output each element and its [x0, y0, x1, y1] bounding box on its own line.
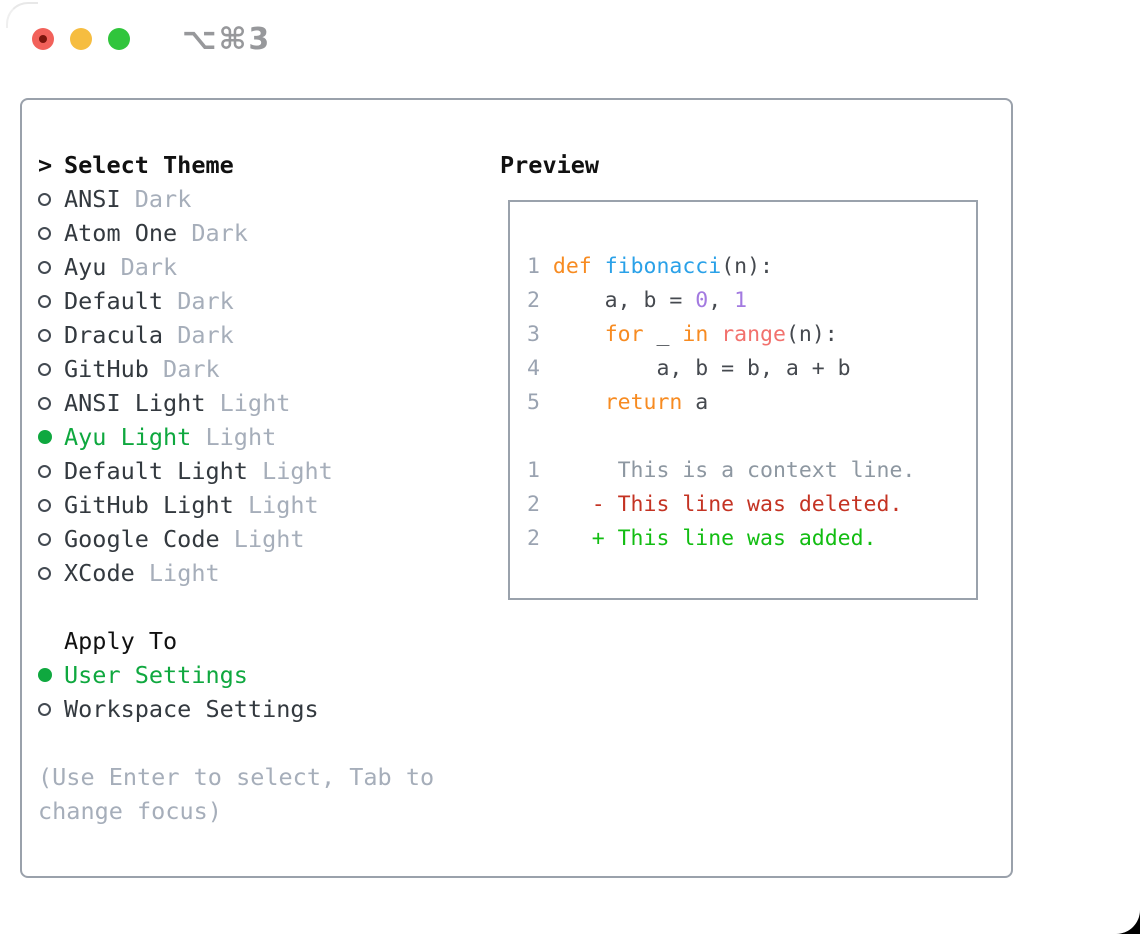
radio-icon: [38, 260, 64, 274]
screenshot-corner: [1114, 908, 1140, 934]
close-button[interactable]: [32, 28, 54, 50]
help-text-line-1: (Use Enter to select, Tab to: [38, 763, 435, 791]
code-line: 3 for _ in range(n):: [527, 322, 838, 347]
theme-option-ansi-dark[interactable]: ANSI Dark: [38, 182, 434, 216]
theme-option-ansi-light[interactable]: ANSI Light Light: [38, 386, 434, 420]
diff-deleted-line: 2 - This line was deleted.: [527, 492, 903, 517]
radio-icon: [38, 396, 64, 410]
theme-option-default-dark[interactable]: Default Dark: [38, 284, 434, 318]
radio-selected-icon: [38, 668, 64, 682]
radio-icon: [38, 498, 64, 512]
apply-option-user-settings[interactable]: User Settings: [38, 658, 434, 692]
diff-context-line: 1 This is a context line.: [527, 458, 916, 483]
spacer: [527, 420, 976, 454]
select-theme-header: > Select Theme: [38, 148, 434, 182]
theme-option-xcode[interactable]: XCode Light: [38, 556, 434, 590]
theme-option-dracula-dark[interactable]: Dracula Dark: [38, 318, 434, 352]
theme-option-atom-one-dark[interactable]: Atom One Dark: [38, 216, 434, 250]
zoom-button[interactable]: [108, 28, 130, 50]
theme-option-ayu-light[interactable]: Ayu Light Light: [38, 420, 434, 454]
radio-icon: [38, 464, 64, 478]
code-preview: 1 def fibonacci(n): 2 a, b = 0, 1 3 for …: [510, 202, 976, 556]
radio-icon: [38, 226, 64, 240]
radio-icon: [38, 532, 64, 546]
window-title-shortcut: ⌥⌘3: [182, 21, 272, 57]
help-text-line-2: change focus): [38, 797, 222, 825]
focus-prompt-icon: >: [38, 151, 53, 179]
code-line: 5 return a: [527, 390, 709, 415]
titlebar: ⌥⌘3: [32, 22, 271, 57]
theme-list: > Select Theme ANSI Dark Atom One Dark A…: [38, 148, 434, 828]
radio-icon: [38, 362, 64, 376]
minimize-button[interactable]: [70, 28, 92, 50]
apply-to-label: Apply To: [64, 627, 178, 655]
preview-pane: 1 def fibonacci(n): 2 a, b = 0, 1 3 for …: [508, 200, 978, 600]
theme-option-github-light[interactable]: GitHub Light Light: [38, 488, 434, 522]
diff-added-line: 2 + This line was added.: [527, 526, 877, 551]
theme-picker-panel: > Select Theme ANSI Dark Atom One Dark A…: [20, 98, 1013, 878]
spacer: [38, 726, 434, 760]
theme-option-google-code[interactable]: Google Code Light: [38, 522, 434, 556]
radio-icon: [38, 328, 64, 342]
radio-icon: [38, 566, 64, 580]
window-rounded-corner: [6, 2, 38, 28]
code-line: 1 def fibonacci(n):: [527, 254, 773, 279]
theme-option-default-light[interactable]: Default Light Light: [38, 454, 434, 488]
theme-option-github-dark[interactable]: GitHub Dark: [38, 352, 434, 386]
theme-option-ayu-dark[interactable]: Ayu Dark: [38, 250, 434, 284]
apply-option-workspace-settings[interactable]: Workspace Settings: [38, 692, 434, 726]
radio-icon: [38, 702, 64, 716]
select-theme-label: Select Theme: [64, 151, 234, 179]
radio-icon: [38, 192, 64, 206]
spacer: [38, 590, 434, 624]
apply-to-header: Apply To: [38, 624, 434, 658]
code-line: 4 a, b = b, a + b: [527, 356, 851, 381]
radio-icon: [38, 294, 64, 308]
radio-selected-icon: [38, 430, 64, 444]
preview-label: Preview: [500, 151, 600, 179]
code-line: 2 a, b = 0, 1: [527, 288, 748, 313]
